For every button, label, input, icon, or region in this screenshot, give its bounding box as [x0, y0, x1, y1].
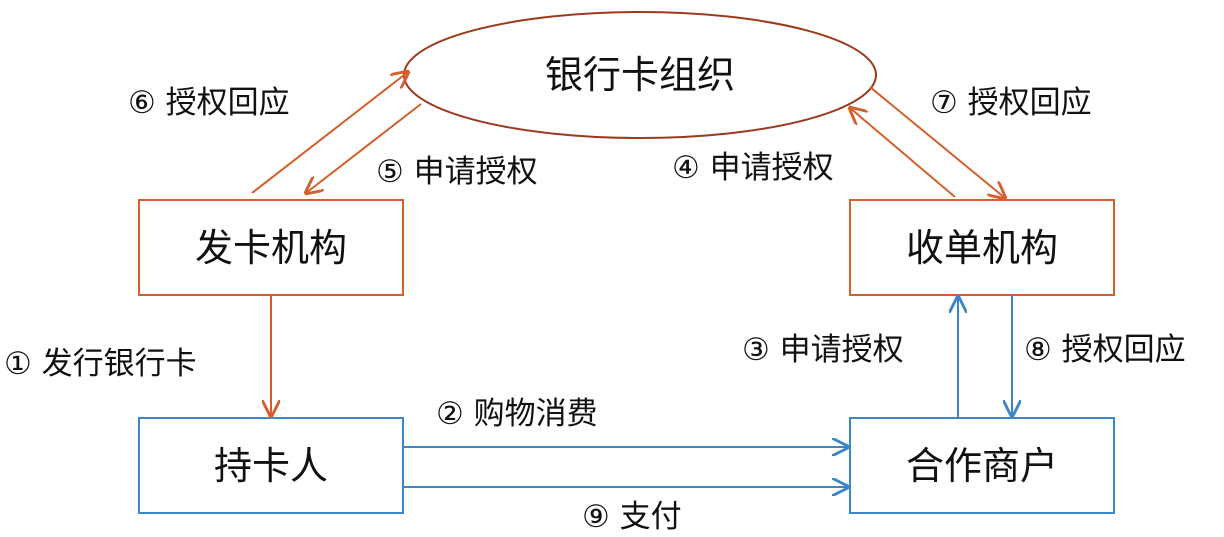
merchant-box	[849, 417, 1115, 514]
cardholder-label: 持卡人	[214, 444, 328, 488]
edge-label-4: ④ 申请授权	[672, 150, 834, 186]
issuer-box	[138, 199, 404, 296]
edge-label-9: ⑨ 支付	[582, 499, 682, 535]
arrow-org-request-issuer	[306, 103, 422, 193]
edge-label-8: ⑧ 授权回应	[1024, 332, 1186, 368]
edge-label-3: ③ 申请授权	[742, 332, 904, 368]
edge-label-5: ⑤ 申请授权	[376, 154, 538, 190]
acquirer-label: 收单机构	[906, 226, 1058, 270]
merchant-label: 合作商户	[906, 444, 1058, 488]
issuer-label: 发卡机构	[195, 226, 347, 270]
cardholder-box	[138, 417, 404, 514]
acquirer-box	[849, 199, 1115, 296]
edge-label-1: ① 发行银行卡	[4, 346, 197, 382]
card-org-label: 银行卡组织	[545, 53, 735, 97]
edge-label-2: ② 购物消费	[436, 396, 598, 432]
edge-label-7: ⑦ 授权回应	[930, 85, 1092, 121]
arrow-org-response-acquirer	[869, 86, 1005, 198]
arrow-issuer-response	[251, 72, 408, 194]
arrow-acquirer-request	[850, 108, 956, 198]
edge-label-6: ⑥ 授权回应	[128, 85, 290, 121]
